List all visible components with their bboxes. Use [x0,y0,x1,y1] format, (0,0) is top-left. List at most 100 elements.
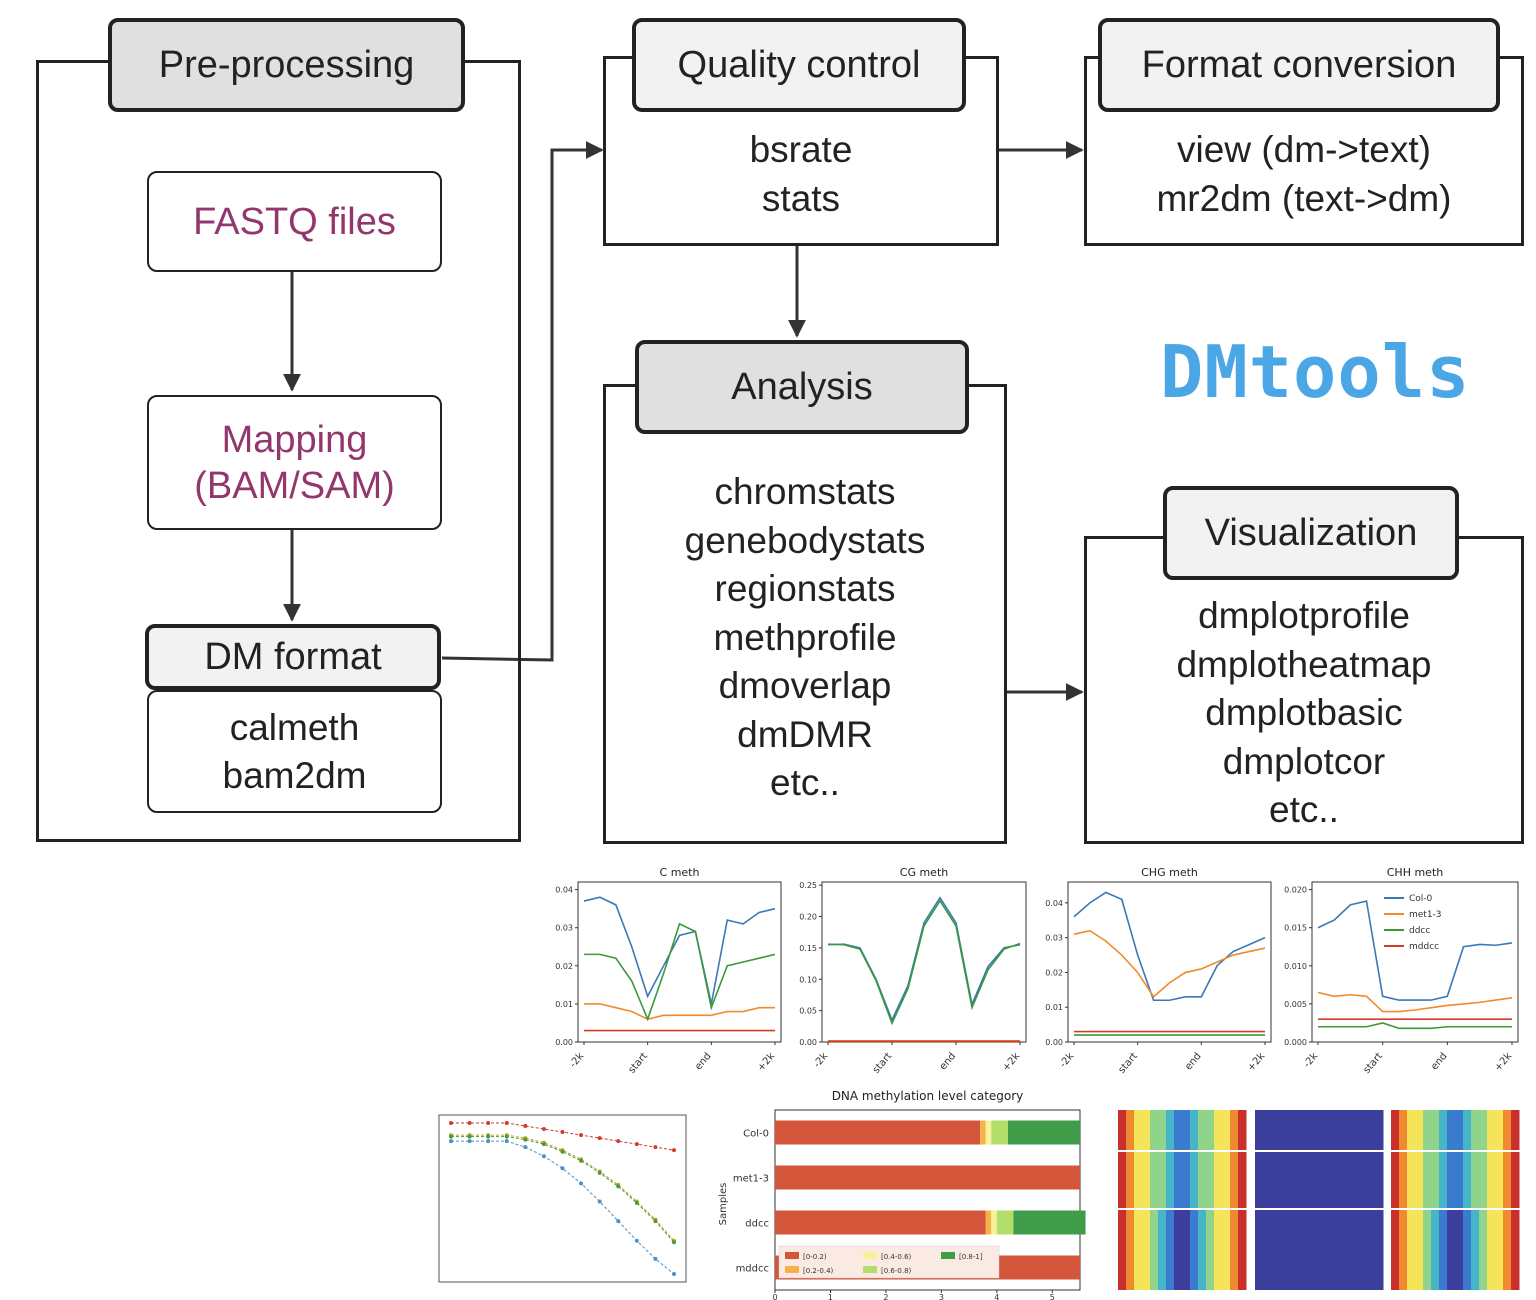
profile-series-line [1073,929,1266,998]
heatmap-cell [1503,1210,1512,1290]
legend-label: met1-3 [1409,910,1442,920]
heatmap-cell [1495,1210,1504,1290]
profile-plot-title: CHG meth [1141,866,1198,879]
decay-series-point [634,1201,639,1206]
bar-legend-label: [0-0.2) [803,1253,827,1261]
tool-etc-analysis: etc.. [770,762,840,803]
heatmap-cell [1166,1210,1175,1290]
y-tick-label: 0.010 [1284,962,1307,971]
y-tick-label: 0.03 [555,924,573,933]
heatmap-cell [1439,1152,1448,1208]
bar-segment [775,1210,986,1235]
heatmap-cell [1471,1152,1480,1208]
bar-segment [996,1210,1014,1235]
heatmap-cell [1230,1110,1239,1150]
heatmap-cell [1319,1152,1328,1208]
profile-series-line [827,896,1021,1023]
heatmap-cell [1495,1152,1504,1208]
y-tick-label: 0.015 [1284,924,1307,933]
heatmap-cell [1271,1110,1280,1150]
profile-series-line [583,896,776,1005]
x-tick-label: -2k [812,1051,831,1070]
tool-methprofile: methprofile [713,616,897,658]
heatmap-cell [1479,1152,1488,1208]
heatmap-cell [1479,1210,1488,1290]
heatmap-cell [1407,1210,1416,1290]
heatmap-cell [1431,1152,1440,1208]
tool-dmoverlap: dmoverlap [718,665,892,706]
tool-chromstats: chromstats [714,471,896,512]
profile-series-line [584,1003,775,1020]
profile-plot-frame [1067,881,1272,1043]
heatmap-cell [1495,1110,1504,1150]
legend-label: Col-0 [1409,894,1433,904]
decay-series-point [597,1199,602,1204]
bar-category-label: ddcc [745,1219,769,1230]
heatmap-cell [1479,1110,1488,1150]
heatmap-cell [1230,1152,1239,1208]
profile-series-line [1318,1022,1512,1030]
decay-series-point [560,1166,565,1171]
x-tick-label: -2k [568,1051,587,1070]
x-tick-label: +2k [756,1051,778,1074]
x-tick-label: end [938,1051,959,1073]
bar-legend-swatch [863,1266,877,1273]
y-tick-label: 0.02 [1045,968,1063,977]
heatmap-cell [1447,1152,1456,1208]
heatmap-cell [1351,1110,1360,1150]
decay-series-point [653,1219,658,1224]
profile-series-line [1073,891,1266,1002]
heatmap-cell [1238,1152,1247,1208]
bar-legend-swatch [863,1252,877,1259]
bar-category-label: Col-0 [743,1129,769,1140]
heatmap-cell [1158,1110,1167,1150]
x-tick-label: start [1117,1051,1140,1076]
heatmap-cell [1471,1210,1480,1290]
tool-calmeth: calmeth [229,706,360,748]
y-tick-label: 0.01 [1045,1003,1063,1012]
heatmap-cell [1391,1110,1400,1150]
y-tick-label: 0.15 [799,944,817,953]
heatmap-cell [1174,1210,1183,1290]
tool-dmplotprofile: dmplotprofile [1198,595,1410,636]
decay-series-point [449,1121,453,1125]
profile-plot-title: C meth [660,866,700,879]
heatmap-cell [1222,1110,1231,1150]
decay-series-point [597,1136,602,1141]
heatmap-cell [1503,1152,1512,1208]
decay-series-point [672,1148,676,1153]
x-tick-label: +2k [1246,1051,1268,1074]
heatmap-cell [1423,1152,1432,1208]
heatmap-cell [1367,1110,1376,1150]
profile-plot-title: CG meth [900,866,948,879]
heatmap-cell [1311,1110,1320,1150]
decay-series-point [579,1158,584,1163]
bar-segment [985,1210,992,1235]
bar-legend-swatch [785,1266,799,1273]
heatmap-cell [1142,1110,1151,1150]
arrow-dm-to-qc [441,141,604,662]
heatmap-cell [1335,1110,1344,1150]
decay-series-point [541,1142,546,1147]
bar-chart-title: DNA methylation level category [832,1089,1024,1103]
dm-tools-box: calmeth bam2dm [147,690,442,813]
heatmap-cell [1238,1110,1247,1150]
heatmap-cell [1463,1210,1472,1290]
tool-genebodystats: genebodystats [684,519,926,561]
heatmap-cell [1439,1110,1448,1150]
heatmap-cell [1158,1210,1167,1290]
heatmap-cell [1255,1152,1264,1208]
tool-regionstats: regionstats [714,568,896,609]
x-tick-label: end [1429,1051,1450,1073]
decay-series-point [634,1238,639,1243]
preprocessing-header: Pre-processing [108,18,465,112]
profile-series-line [1317,991,1513,1013]
heatmap-cell [1126,1152,1135,1208]
bar-x-tick-label: 3 [939,1293,944,1300]
bar-segment [775,1120,981,1145]
x-tick-label: +2k [1493,1051,1515,1074]
heatmap-cell [1166,1110,1175,1150]
bar-segment [1013,1210,1086,1235]
decay-series-point [597,1170,602,1175]
heatmap-cell [1487,1110,1496,1150]
